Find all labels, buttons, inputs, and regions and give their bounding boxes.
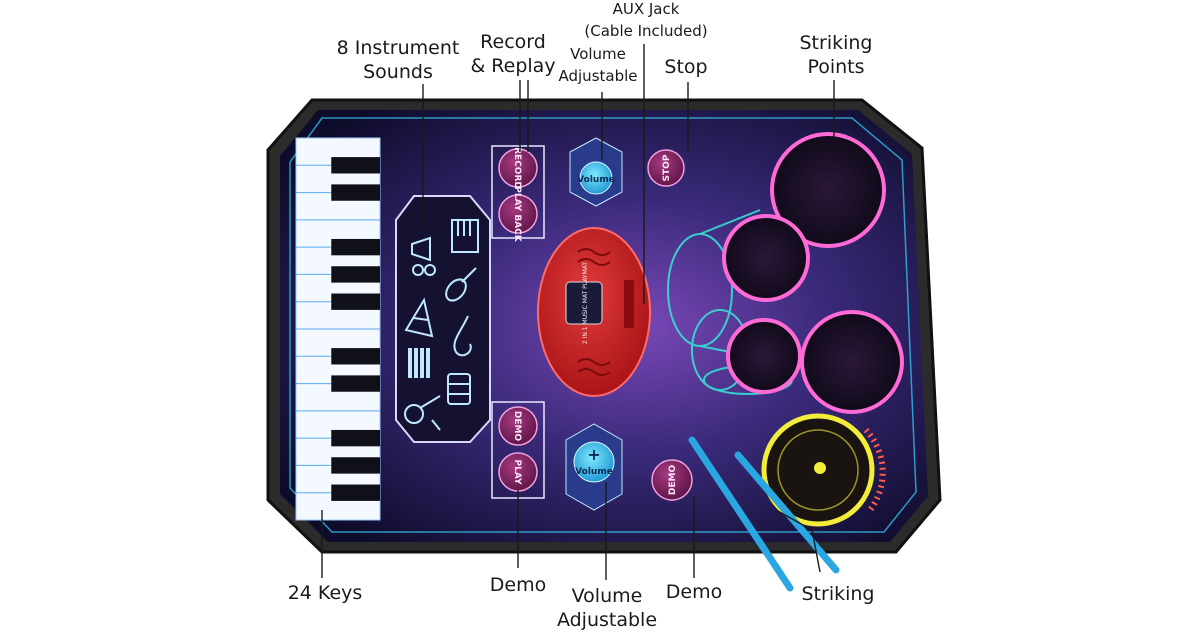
leader-lines [321,44,835,580]
volume-plus-label: Volume [575,467,613,477]
callout-demo-left: Demo [489,574,547,596]
volume-minus-button[interactable]: Volume [569,137,623,207]
callout-striking: Striking [801,583,875,605]
trumpet-icon[interactable] [411,236,436,276]
callout-stop: Stop [664,56,708,78]
stop-button[interactable]: STOP [647,149,685,187]
plus-icon: + [587,445,600,464]
black-key[interactable] [331,484,380,501]
volume-minus-label: Volume [577,175,615,185]
piano-keyboard[interactable] [295,137,381,521]
saxophone-icon[interactable] [453,315,472,357]
record-replay-group: RECORD PLAY BACK [491,145,545,243]
harp-icon[interactable] [404,297,434,338]
callout-record-replay: Record & Replay [470,31,556,77]
panel-text: 2 IN 1 MUSIC MAT PLAYMAT [582,262,589,344]
speaker-console: 2 IN 1 MUSIC MAT PLAYMAT [537,227,651,397]
black-key[interactable] [331,429,380,447]
violin-icon[interactable] [442,267,477,304]
drum-pad-large-top[interactable] [770,132,886,248]
black-key[interactable] [331,238,380,256]
xylophone-icon[interactable] [408,348,430,378]
callout-instrument-sounds: 8 Instrument Sounds [336,37,460,83]
black-key[interactable] [331,157,380,174]
black-key[interactable] [331,457,380,474]
stop-button-label: STOP [662,154,672,181]
callout-aux-jack: AUX Jack (Cable Included) [584,0,708,40]
aux-jack[interactable] [624,280,634,328]
drum-pad-mid-left[interactable] [722,214,810,302]
play-back-button[interactable]: PLAY BACK [498,186,538,243]
piano-icon[interactable] [451,219,479,253]
demo-right-label: DEMO [668,465,678,496]
demo-right-button[interactable]: DEMO [651,459,693,501]
drumsticks [688,436,840,592]
record-button[interactable]: RECORD [498,147,538,189]
record-button-label: RECORD [512,147,522,189]
callout-volume-top: Volume Adjustable [558,45,638,85]
callout-volume-bottom: Volume Adjustable [556,585,658,631]
black-key[interactable] [331,184,380,201]
black-key[interactable] [331,266,380,283]
volume-plus-button[interactable]: + Volume [565,423,623,511]
drum-pad-large-bottom[interactable] [800,310,904,414]
play-button[interactable]: PLAY [498,452,538,492]
guitar-icon[interactable] [404,395,441,431]
accordion-icon[interactable] [447,373,471,405]
play-back-button-label: PLAY BACK [512,186,522,243]
callout-24-keys: 24 Keys [287,582,363,604]
drum-pads [722,132,904,527]
black-key[interactable] [331,293,380,310]
callout-demo-right: Demo [665,581,723,603]
black-key[interactable] [331,375,380,392]
demo-left-button[interactable]: DEMO [498,406,538,446]
demo-left-label: DEMO [512,411,522,442]
black-key[interactable] [331,348,380,365]
play-button-label: PLAY [512,460,522,485]
drum-pad-small[interactable] [726,318,802,394]
instrument-panel [395,195,491,443]
callout-striking-points: Striking Points [799,32,873,78]
